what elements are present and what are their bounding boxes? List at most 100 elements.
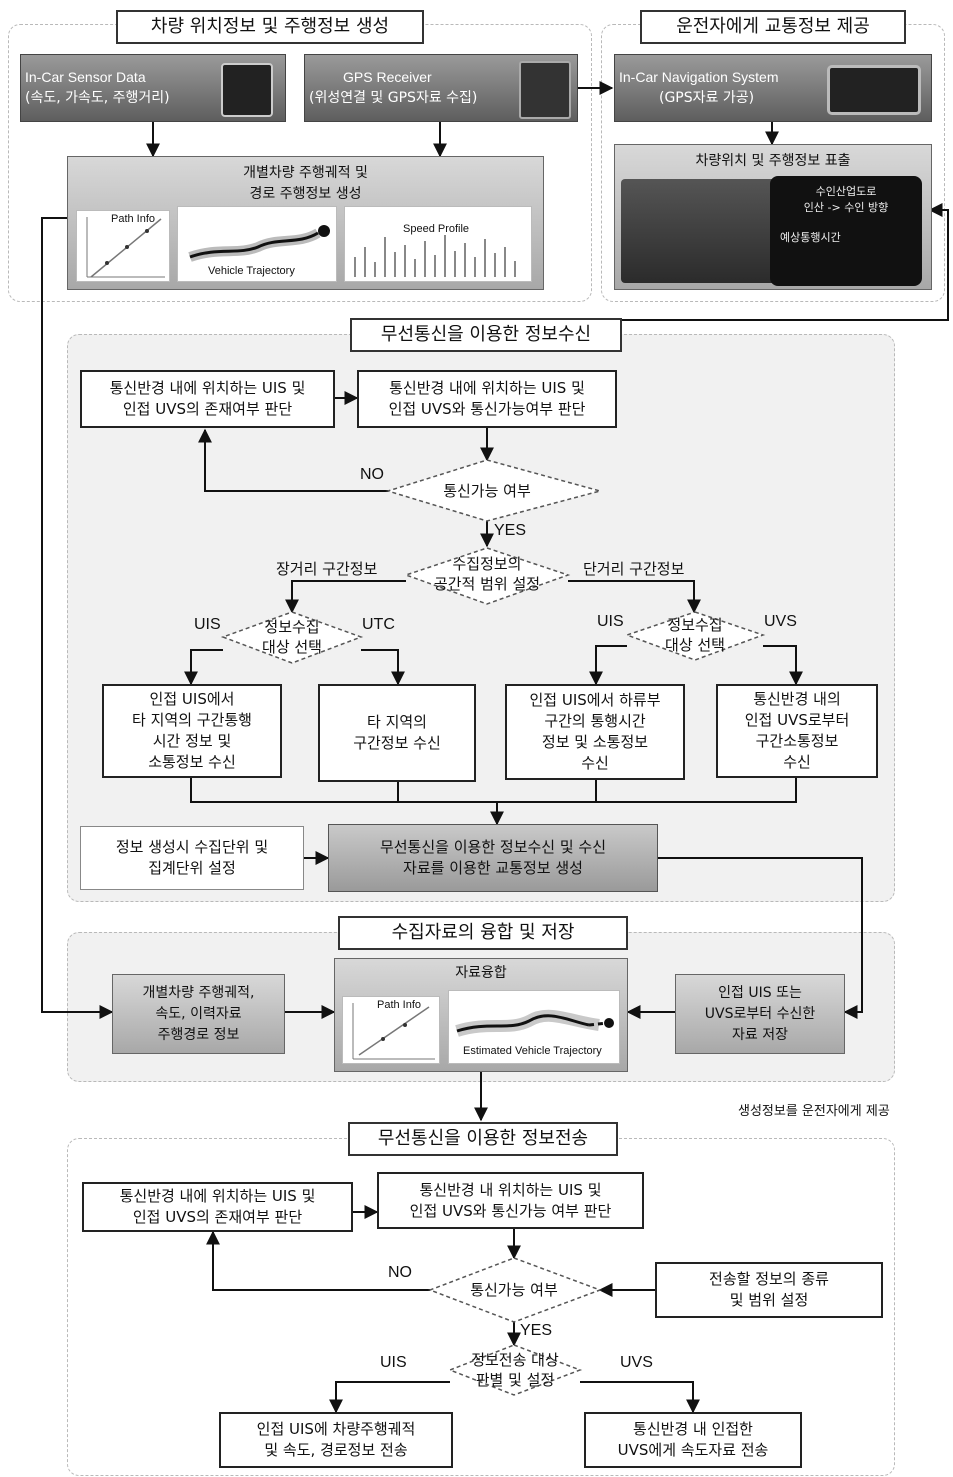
navigation-device-icon	[827, 65, 921, 115]
uis-right-label: UIS	[597, 613, 624, 630]
speed-profile-label: Speed Profile	[403, 223, 470, 235]
tx-comm-possible-decision: 통신가능 여부	[470, 1281, 558, 1299]
s5-yes-label: YES	[520, 1322, 553, 1339]
s5-box-b-line1: 통신반경 내 위치하는 UIS 및	[419, 1180, 602, 1199]
navigation-screen: 수인산업도로 인산 -> 수인 방향 예상통행시간	[770, 176, 922, 286]
sensor-line2: (속도, 가속도, 주행거리)	[25, 90, 170, 106]
long-range-label: 장거리 구간정보	[276, 560, 378, 578]
section-title-vehicle-info: 차량 위치정보 및 주행정보 생성	[116, 10, 424, 44]
dl-line2: 대상 선택	[262, 638, 322, 656]
uis-other-region-receive-box: 인접 UIS에서 타 지역의 구간통행 시간 정보 및 소통정보 수신	[102, 684, 282, 778]
s5-box-a-line2: 인접 UVS의 존재여부 판단	[132, 1208, 303, 1226]
collect-target-right-decision: 정보수집 대상 선택	[630, 615, 760, 655]
dashboard-image	[621, 179, 781, 283]
tr-line2: UVS에게 속도자료 전송	[617, 1441, 769, 1459]
b4-l2: 인접 UVS로부터	[744, 711, 850, 729]
side-line1: 전송할 정보의 종류	[709, 1270, 829, 1288]
navigation-system-box: In-Car Navigation System (GPS자료 가공)	[614, 54, 932, 122]
tt-line2: 판별 및 설정	[475, 1371, 555, 1389]
s3-yes-label: YES	[494, 522, 527, 539]
fr-l3: 자료 저장	[732, 1026, 788, 1043]
estimated-trajectory-graphic	[455, 1009, 614, 1037]
fusion-title: 자료융합	[455, 965, 507, 981]
dl-line1: 정보수집	[264, 618, 320, 636]
range-line1: 수집정보의	[452, 555, 522, 573]
diamond-target-left	[220, 611, 364, 664]
gps-receiver-box: GPS Receiver (위성연결 및 GPS자료 수집)	[304, 54, 578, 122]
b3-l3: 정보 및 소통정보	[541, 733, 649, 751]
fusion-path-info-label: Path Info	[377, 999, 422, 1011]
aggregation-unit-box: 정보 생성시 수집단위 및 집계단위 설정	[80, 826, 304, 890]
uis-downstream-receive-box: 인접 UIS에서 하류부 구간의 통행시간 정보 및 소통정보 수신	[505, 684, 685, 780]
s5-uis-label: UIS	[380, 1354, 407, 1371]
gps-line1: GPS Receiver	[343, 69, 432, 85]
speed-profile-graphic	[354, 235, 516, 277]
collect-target-left-decision: 정보수집 대상 선택	[226, 617, 358, 657]
utc-label: UTC	[362, 616, 395, 633]
side-line2: 및 범위 설정	[729, 1291, 809, 1309]
short-range-label: 단거리 구간정보	[583, 560, 685, 578]
sensor-line1: In-Car Sensor Data	[25, 69, 146, 85]
path-info-graphic	[86, 217, 165, 278]
s5-uvs-label: UVS	[620, 1354, 653, 1371]
nav-line1: In-Car Navigation System	[619, 69, 779, 85]
gen-line1: 무선통신을 이용한 정보수신 및 수신	[379, 838, 607, 856]
transmit-target-decision: 정보전송 대상 판별 및 설정	[452, 1350, 578, 1390]
tx-uis-comm-check-box: 통신반경 내 위치하는 UIS 및 인접 UVS와 통신가능 여부 판단	[377, 1172, 644, 1229]
screen-line1: 수인산업도로	[815, 185, 877, 198]
b3-l4: 수신	[581, 754, 609, 772]
trajectory-history-box: 개별차량 주행궤적, 속도, 이력자료 주행경로 정보	[112, 974, 285, 1054]
section-title-reception: 무선통신을 이용한 정보수신	[350, 318, 622, 352]
uis-existence-check-box: 통신반경 내에 위치하는 UIS 및 인접 UVS의 존재여부 판단	[80, 370, 335, 428]
b1-l3: 시간 정보 및	[152, 732, 232, 750]
s3-box-a-line2: 인접 UVS의 존재여부 판단	[122, 400, 293, 418]
diamond-transmit-target	[447, 1344, 583, 1396]
fusion-path-info-chart: Path Info	[342, 996, 440, 1064]
uis-transmit-box: 인접 UIS에 차량주행궤적 및 속도, 경로정보 전송	[219, 1412, 453, 1468]
diamond-range	[403, 547, 571, 605]
b1-l4: 소통정보 수신	[148, 753, 236, 771]
in-car-sensor-box: In-Car Sensor Data (속도, 가속도, 주행거리)	[20, 54, 286, 122]
b2-l2: 구간정보 수신	[353, 734, 441, 752]
estimated-trajectory-label: Estimated Vehicle Trajectory	[463, 1045, 602, 1057]
fl-l2: 속도, 이력자료	[155, 1005, 242, 1022]
vehicle-trajectory-label: Vehicle Trajectory	[208, 265, 295, 277]
uvs-transmit-box: 통신반경 내 인접한 UVS에게 속도자료 전송	[584, 1412, 802, 1468]
tl-line2: 및 속도, 경로정보 전송	[264, 1441, 408, 1459]
unit-line2: 집계단위 설정	[148, 859, 236, 877]
uis-left-label: UIS	[194, 616, 221, 633]
gps-device-icon	[519, 61, 571, 119]
traffic-info-generation-box: 무선통신을 이용한 정보수신 및 수신 자료를 이용한 교통정보 생성	[328, 824, 658, 892]
b4-l3: 구간소통정보	[755, 732, 839, 750]
estimated-trajectory-map: Estimated Vehicle Trajectory	[448, 990, 620, 1064]
spatial-range-decision: 수집정보의 공간적 범위 설정	[408, 554, 566, 594]
range-line2: 공간적 범위 설정	[433, 575, 541, 593]
s3-no-label: NO	[360, 466, 384, 483]
vehicle-trajectory-map: Vehicle Trajectory	[177, 206, 337, 282]
s3-box-b-line1: 통신반경 내에 위치하는 UIS 및	[389, 379, 585, 397]
gps-line2: (위성연결 및 GPS자료 수집)	[309, 90, 478, 106]
b2-l1: 타 지역의	[367, 713, 427, 731]
dr-line1: 정보수집	[667, 616, 723, 634]
s3-box-a-line1: 통신반경 내에 위치하는 UIS 및	[109, 379, 306, 397]
speed-profile-chart: Speed Profile	[344, 206, 532, 282]
display-title: 차량위치 및 주행정보 표출	[695, 153, 851, 169]
fusion-path-graphic	[352, 1003, 435, 1060]
provide-info-note: 생성정보를 운전자에게 제공	[738, 1104, 890, 1119]
b3-l1: 인접 UIS에서 하류부	[529, 691, 661, 709]
path-info-chart: Path Info	[76, 210, 170, 282]
section-title-driver-info: 운전자에게 교통정보 제공	[640, 10, 906, 44]
b4-l1: 통신반경 내의	[753, 690, 841, 708]
path-info-label: Path Info	[111, 213, 156, 225]
tr-line1: 통신반경 내 인접한	[633, 1420, 753, 1438]
uis-comm-check-box: 통신반경 내에 위치하는 UIS 및 인접 UVS와 통신가능여부 판단	[357, 370, 617, 428]
received-data-storage-box: 인접 UIS 또는 UVS로부터 수신한 자료 저장	[675, 974, 845, 1054]
dr-line2: 대상 선택	[665, 636, 725, 654]
s5-box-b-line2: 인접 UVS와 통신가능 여부 판단	[409, 1201, 612, 1220]
b3-l2: 구간의 통행시간	[544, 712, 646, 730]
diamond-comm-2	[427, 1257, 603, 1323]
diamond-target-right	[624, 611, 766, 661]
transmit-info-scope-box: 전송할 정보의 종류 및 범위 설정	[655, 1262, 883, 1318]
diamond-comm-1	[385, 459, 603, 522]
